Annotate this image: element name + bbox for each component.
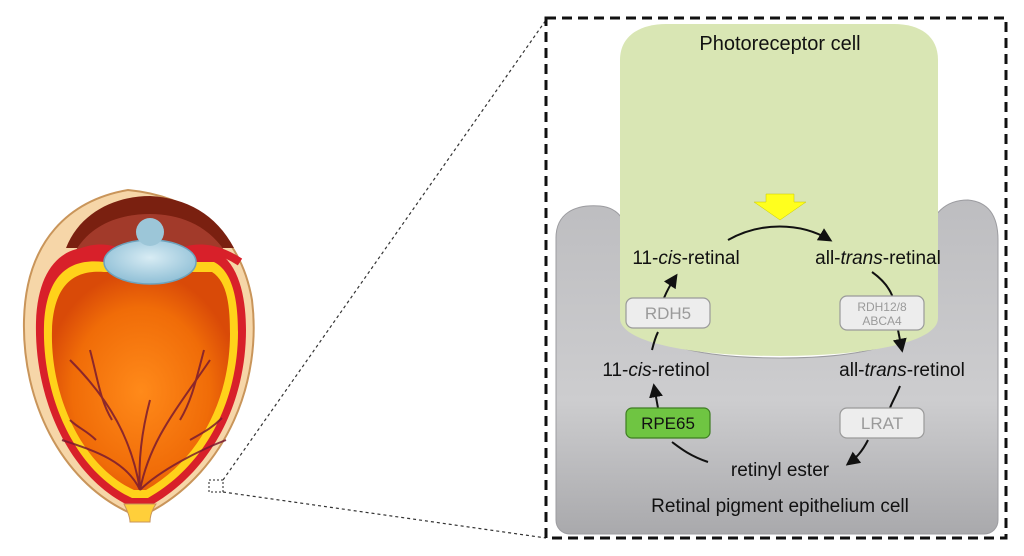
rpe-label: Retinal pigment epithelium cell — [651, 496, 909, 517]
light-arrow-icon — [753, 193, 807, 221]
label-all-trans-retinol: all-trans-retinol — [839, 360, 965, 381]
cycle-arrows — [649, 225, 907, 466]
arrow-from-cis-retinol — [651, 331, 659, 351]
eye-illustration — [22, 188, 255, 523]
zoom-source-box — [208, 479, 224, 493]
photoreceptor-label: Photoreceptor cell — [699, 33, 860, 55]
eye-blood-vessels — [61, 349, 227, 491]
label-11-cis-retinal: 11-cis-retinal — [632, 248, 739, 269]
enzyme-rdh12-abca4: RDH12/8 ABCA4 — [839, 295, 925, 331]
eye-optic-nerve — [123, 503, 157, 523]
zoom-line-bottom — [222, 491, 547, 539]
arrow-to-cis-retinal — [663, 273, 678, 299]
svg-text:RPE65: RPE65 — [641, 414, 695, 433]
eye-lens — [103, 239, 197, 285]
zoom-line-top — [222, 19, 547, 481]
svg-text:RDH5: RDH5 — [645, 304, 691, 323]
enzyme-lrat: LRAT — [839, 407, 925, 439]
arrow-to-cis-retinol — [649, 383, 663, 409]
enzyme-rpe65: RPE65 — [625, 407, 711, 439]
arrow-to-trans-retinol — [892, 329, 907, 353]
eye-vitreous — [51, 271, 230, 490]
svg-text:LRAT: LRAT — [861, 414, 903, 433]
svg-text:RDH12/8: RDH12/8 — [857, 300, 907, 314]
label-11-cis-retinol: 11-cis-retinol — [602, 360, 709, 381]
photoreceptor-cell-shape — [620, 24, 938, 356]
enzyme-rdh5: RDH5 — [625, 297, 711, 329]
label-all-trans-retinal: all-trans-retinal — [815, 248, 941, 269]
arrow-to-lrat — [889, 385, 901, 409]
arrow-from-retinyl-ester — [671, 441, 709, 463]
arrow-to-retinyl-ester — [845, 439, 869, 466]
svg-text:ABCA4: ABCA4 — [862, 314, 902, 328]
label-retinyl-ester: retinyl ester — [731, 460, 830, 481]
arrow-isomerization — [727, 225, 833, 242]
